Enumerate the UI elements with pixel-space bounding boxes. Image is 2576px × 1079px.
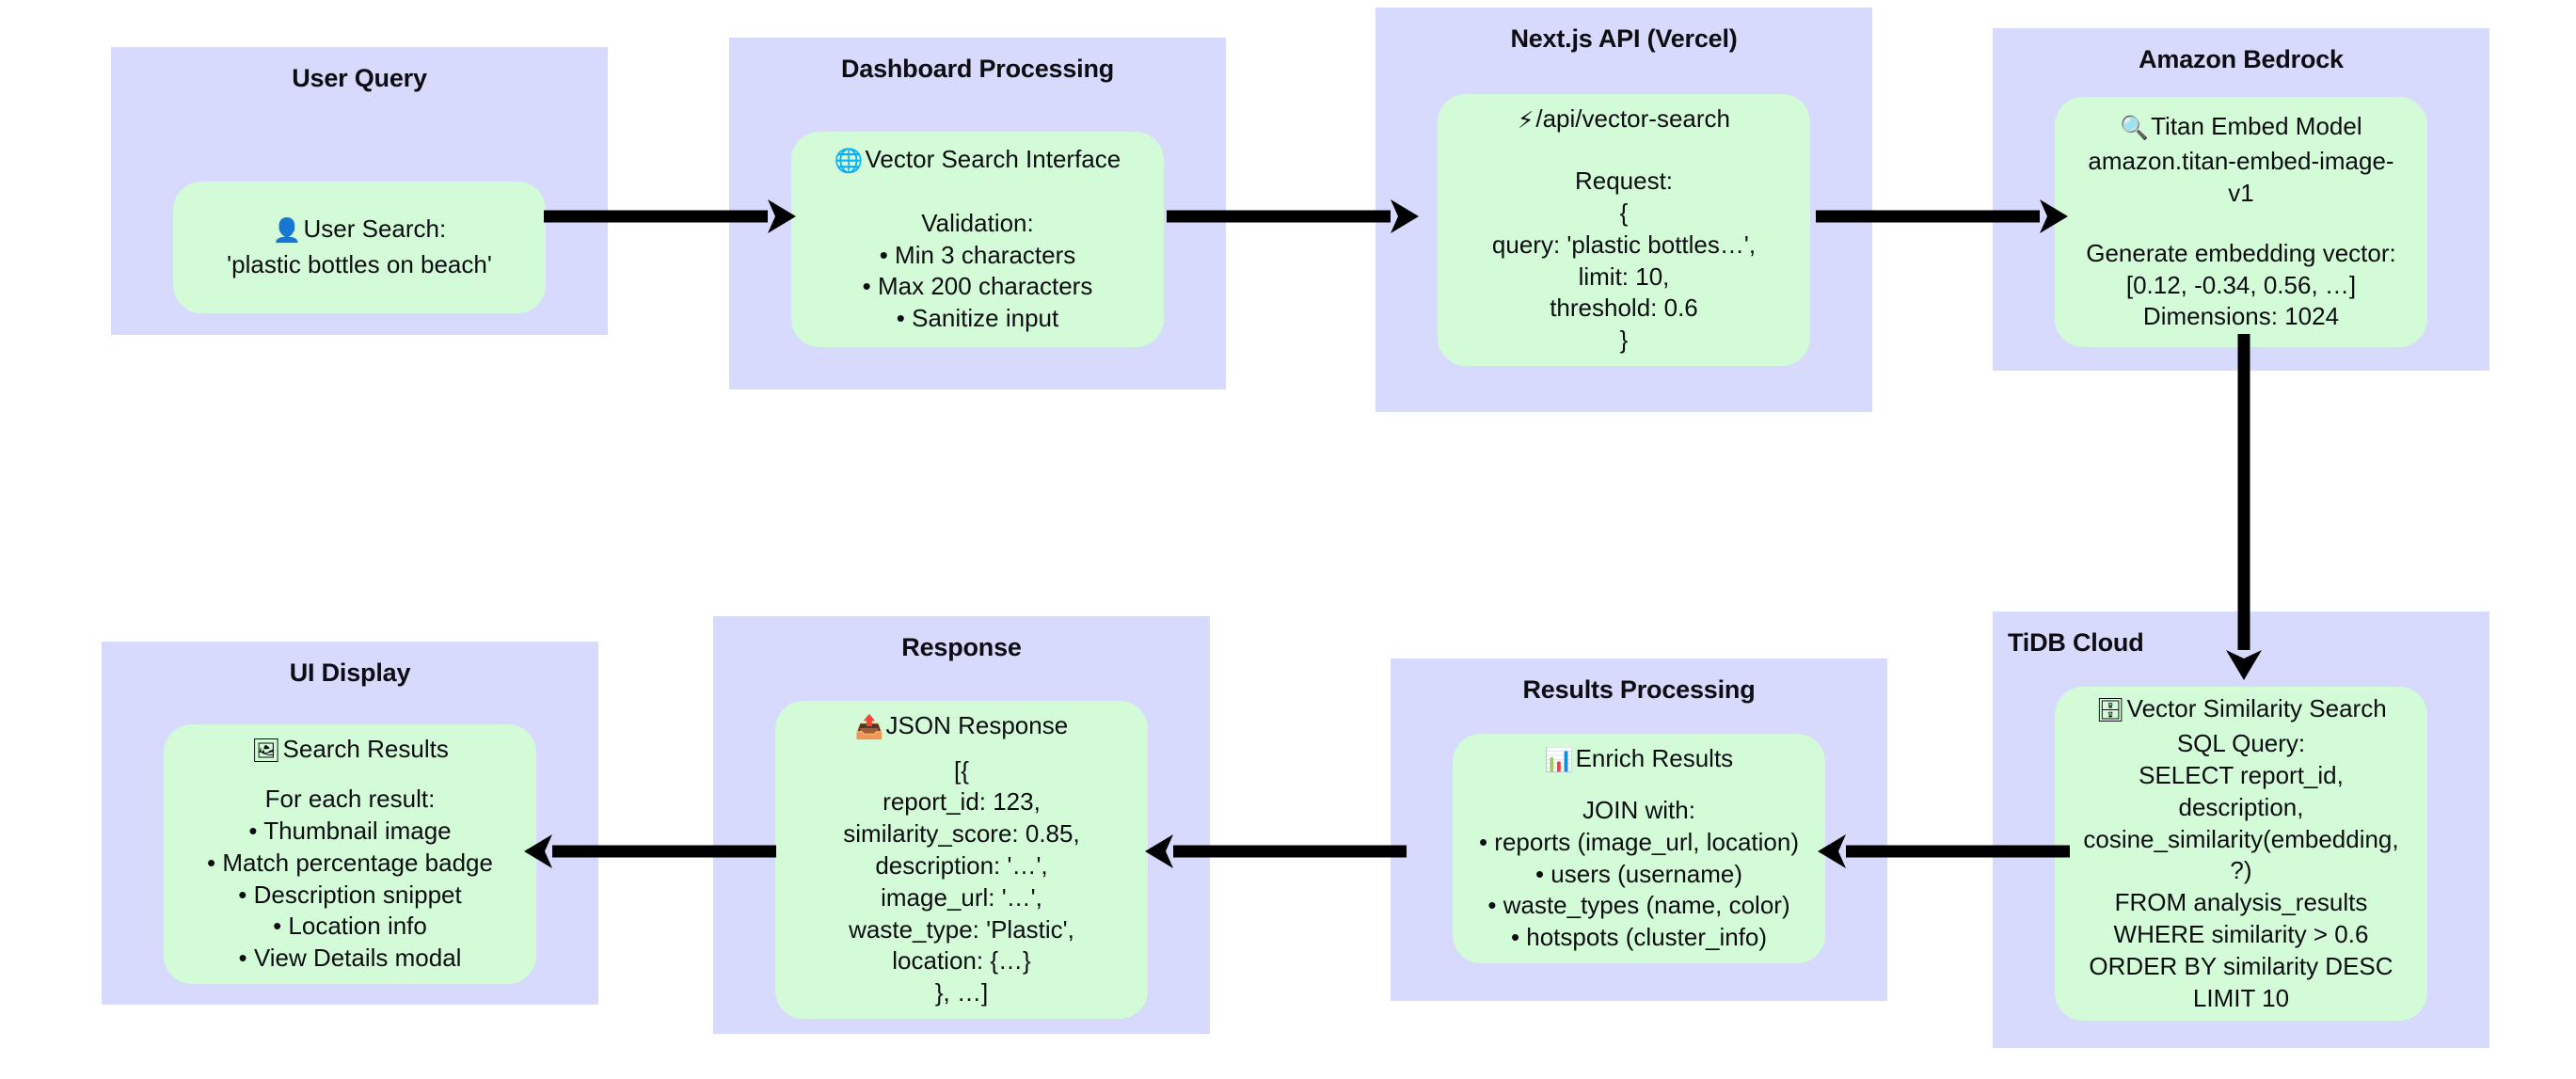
node-json-response-head: 📤JSON Response [854, 711, 1069, 740]
group-title-dashboard-processing: Dashboard Processing [840, 55, 1115, 83]
group-title-user-query: User Query [292, 64, 427, 92]
node-titan-embed-model-model-id: amazon.titan-embed-image- v1 [2088, 147, 2394, 208]
node-search-results-head: 🖼Search Results [251, 735, 449, 764]
node-vector-search-interface[interactable]: 🌐Vector Search Interface Validation: • M… [791, 132, 1164, 347]
group-title-results-processing: Results Processing [1522, 675, 1756, 704]
node-vector-search-interface-head: 🌐Vector Search Interface [834, 145, 1121, 175]
group-title-ui-display: UI Display [289, 659, 411, 687]
user-bust-icon: 👤 [272, 218, 302, 245]
group-user-query: User Query 👤User Search: 'plastic bottle… [111, 47, 608, 335]
group-title-tidb-cloud: TiDB Cloud [2008, 628, 2144, 657]
lightning-bolt-icon: ⚡ [1518, 108, 1534, 134]
arrow-response-to-ui-display [522, 828, 776, 875]
framed-picture-icon: 🖼 [251, 738, 281, 764]
node-vector-similarity-search-head: 🗄Vector Similarity Search [2095, 693, 2387, 723]
globe-icon: 🌐 [834, 149, 864, 175]
node-json-response[interactable]: 📤JSON Response [{ report_id: 123, simila… [775, 701, 1148, 1019]
group-title-amazon-bedrock: Amazon Bedrock [2139, 45, 2344, 73]
group-amazon-bedrock: Amazon Bedrock 🔍Titan Embed Model amazon… [1993, 28, 2489, 371]
arrow-dashboard-to-api [1167, 193, 1421, 240]
node-search-results-body: For each result: • Thumbnail image • Mat… [207, 785, 493, 973]
arrow-results-processing-to-response [1143, 828, 1407, 875]
node-vector-similarity-search[interactable]: 🗄Vector Similarity Search SQL Query: SEL… [2055, 687, 2427, 1021]
group-dashboard-processing: Dashboard Processing 🌐Vector Search Inte… [729, 38, 1226, 389]
arrow-bedrock-to-tidb [2216, 334, 2272, 682]
node-api-endpoint-head: ⚡/api/vector-search [1518, 104, 1730, 134]
group-nextjs-api: Next.js API (Vercel) ⚡/api/vector-search… [1375, 8, 1872, 412]
group-title-response: Response [901, 633, 1022, 661]
arrow-tidb-to-results-processing [1816, 828, 2070, 875]
node-enrich-results[interactable]: 📊Enrich Results JOIN with: • reports (im… [1453, 734, 1825, 963]
node-vector-similarity-search-body: SQL Query: SELECT report_id, description… [2083, 729, 2399, 1012]
node-api-endpoint[interactable]: ⚡/api/vector-search Request: { query: 'p… [1438, 94, 1810, 366]
node-user-search-head: 👤User Search: [272, 214, 447, 245]
node-api-endpoint-body: Request: { query: 'plastic bottles…', li… [1491, 167, 1757, 355]
outbox-tray-icon: 📤 [854, 715, 884, 740]
node-enrich-results-body: JOIN with: • reports (image_url, locatio… [1478, 796, 1800, 952]
database-icon: 🗄 [2095, 697, 2125, 723]
group-results-processing: Results Processing 📊Enrich Results JOIN … [1391, 659, 1887, 1001]
node-titan-embed-model-head: 🔍Titan Embed Model [2120, 111, 2362, 141]
arrow-user-query-to-dashboard [544, 193, 798, 240]
node-user-search-body: 'plastic bottles on beach' [227, 249, 492, 278]
node-vector-search-interface-body: Validation: • Min 3 characters • Max 200… [862, 208, 1093, 333]
node-user-search[interactable]: 👤User Search: 'plastic bottles on beach' [173, 182, 546, 313]
node-titan-embed-model[interactable]: 🔍Titan Embed Model amazon.titan-embed-im… [2055, 97, 2427, 347]
magnifying-glass-icon: 🔍 [2120, 115, 2150, 141]
arrow-api-to-bedrock [1816, 193, 2070, 240]
node-titan-embed-model-body: Generate embedding vector: [0.12, -0.34,… [2086, 238, 2396, 331]
group-tidb-cloud: TiDB Cloud 🗄Vector Similarity Search SQL… [1993, 611, 2489, 1048]
group-title-nextjs-api: Next.js API (Vercel) [1510, 24, 1738, 53]
node-search-results[interactable]: 🖼Search Results For each result: • Thumb… [164, 724, 536, 984]
bar-chart-icon: 📊 [1544, 748, 1574, 773]
group-ui-display: UI Display 🖼Search Results For each resu… [102, 642, 598, 1005]
group-response: Response 📤JSON Response [{ report_id: 12… [713, 616, 1210, 1034]
node-json-response-body: [{ report_id: 123, similarity_score: 0.8… [843, 755, 1080, 1008]
node-enrich-results-head: 📊Enrich Results [1544, 744, 1734, 773]
